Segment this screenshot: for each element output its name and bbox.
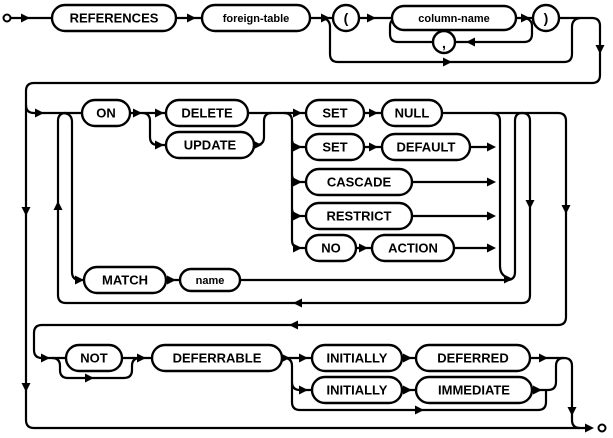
node-restrict-label: RESTRICT [327, 209, 392, 224]
node-cascade-label: CASCADE [327, 175, 392, 190]
node-cascade: CASCADE [304, 167, 414, 197]
node-name-label: name [196, 275, 225, 287]
end-terminal [597, 423, 607, 433]
node-foreign-table-label: foreign-table [223, 13, 290, 25]
node-comma: , [431, 29, 457, 55]
node-initially-2-label: INITIALLY [327, 383, 388, 398]
node-set-2: SET [304, 132, 366, 162]
node-on: ON [80, 98, 132, 128]
node-default: DEFAULT [380, 132, 472, 162]
node-column-name: column-name [390, 4, 518, 32]
node-delete-label: DELETE [181, 106, 233, 121]
node-deferred: DEFERRED [414, 343, 532, 373]
node-deferred-label: DEFERRED [437, 351, 509, 366]
node-null-label: NULL [395, 106, 430, 121]
node-delete: DELETE [164, 98, 250, 128]
node-initially-1: INITIALLY [310, 343, 404, 373]
node-update: UPDATE [164, 130, 256, 160]
node-match: MATCH [82, 265, 168, 295]
node-references-label: REFERENCES [70, 11, 159, 26]
node-on-label: ON [96, 106, 116, 121]
node-no-label: NO [321, 241, 341, 256]
node-set-1: SET [304, 98, 366, 128]
node-name: name [178, 267, 242, 293]
node-not: NOT [64, 343, 124, 373]
node-close-paren: ) [531, 3, 561, 33]
node-set-2-label: SET [322, 140, 347, 155]
node-open-paren: ( [331, 3, 361, 33]
node-foreign-table: foreign-table [200, 3, 312, 33]
start-terminal [2, 13, 12, 23]
node-default-label: DEFAULT [397, 140, 456, 155]
node-not-label: NOT [80, 351, 108, 366]
node-no: NO [304, 233, 358, 263]
node-initially-2: INITIALLY [310, 375, 404, 405]
node-column-name-label: column-name [418, 13, 490, 25]
node-match-label: MATCH [102, 273, 148, 288]
node-deferrable-label: DEFERRABLE [173, 351, 262, 366]
node-immediate-label: IMMEDIATE [438, 383, 510, 398]
node-update-label: UPDATE [184, 138, 237, 153]
node-immediate: IMMEDIATE [414, 375, 534, 405]
node-action: ACTION [370, 233, 456, 263]
node-deferrable: DEFERRABLE [150, 343, 284, 373]
node-initially-1-label: INITIALLY [327, 351, 388, 366]
node-set-1-label: SET [322, 106, 347, 121]
node-restrict: RESTRICT [304, 201, 414, 231]
node-null: NULL [380, 98, 444, 128]
node-close-paren-label: ) [544, 10, 549, 26]
node-action-label: ACTION [388, 241, 438, 256]
node-comma-label: , [442, 35, 446, 51]
node-references: REFERENCES [50, 3, 178, 33]
node-open-paren-label: ( [344, 10, 349, 26]
